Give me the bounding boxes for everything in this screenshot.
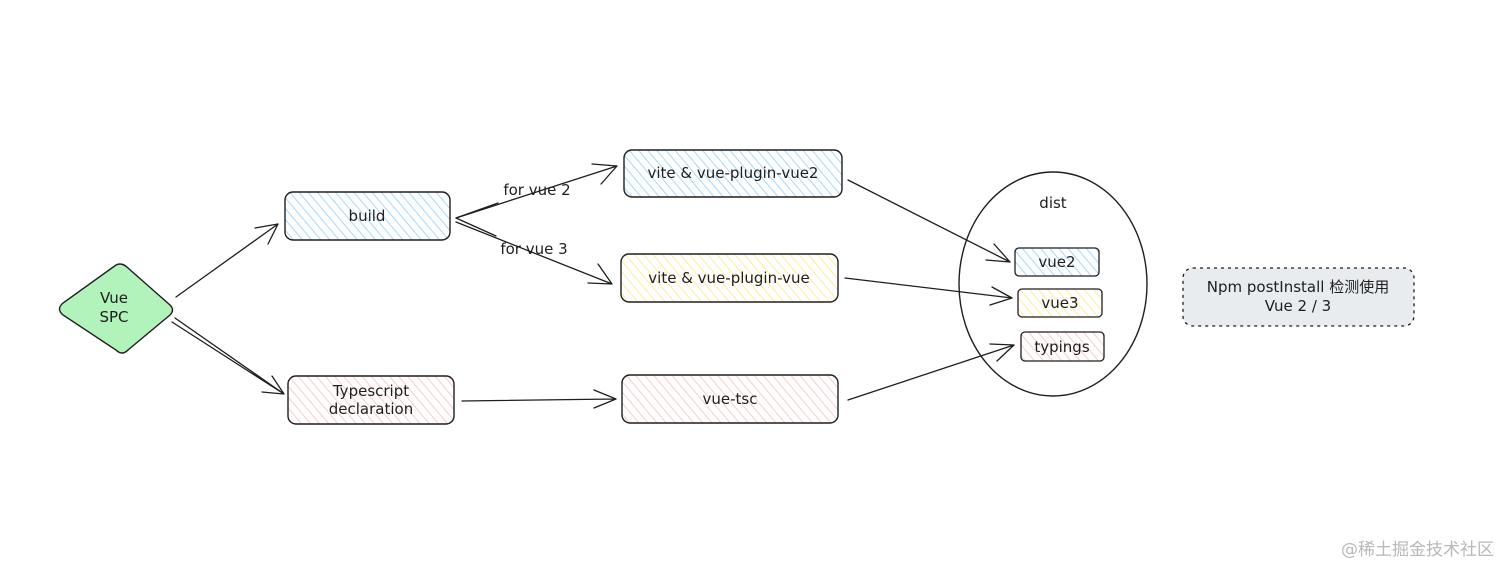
arrow-vite-vue-to-dist-vue3 [844,277,1013,306]
dist-node: dist [958,171,1148,397]
vue-spc-label-line1: Vue [100,289,128,307]
arrow-build-to-vite-vue [455,221,613,285]
dist-vue2-node: vue2 [1014,247,1100,277]
edge-label-for-vue3: for vue 3 [500,240,567,258]
postinstall-note-line2: Vue 2 / 3 [1265,297,1331,315]
dist-vue3-label: vue3 [1041,294,1078,312]
vite-vue-plugin-vue2-label: vite & vue-plugin-vue2 [648,164,819,182]
vite-vue-plugin-vue2-node: vite & vue-plugin-vue2 [623,149,843,198]
build-node: build [284,191,451,241]
postinstall-note: Npm postInstall 检测使用 Vue 2 / 3 [1182,267,1415,327]
typescript-declaration-node: Typescript declaration [287,375,455,425]
typescript-declaration-label-line1: Typescript [332,382,409,400]
vue-tsc-node: vue-tsc [621,374,839,424]
postinstall-note-line1: Npm postInstall 检测使用 [1207,278,1389,296]
arrow-spc-to-ts-declaration [171,317,285,395]
typescript-declaration-label-line2: declaration [329,400,413,418]
build-label: build [349,207,386,225]
vue-spc-node: Vue SPC [58,263,174,354]
dist-label: dist [1039,194,1067,212]
edge-label-for-vue2: for vue 2 [503,181,570,199]
vue-tsc-label: vue-tsc [703,390,758,408]
dist-typings-label: typings [1034,338,1089,356]
arrow-build-chevron [455,202,499,237]
vite-vue-plugin-vue-node: vite & vue-plugin-vue [620,253,839,303]
arrow-build-to-vite-vue2 [455,163,618,219]
arrow-spc-to-build [175,223,279,298]
dist-vue2-label: vue2 [1038,253,1075,271]
arrow-vite-vue2-to-dist-vue2 [847,179,1011,263]
vue-spc-label-line2: SPC [99,308,128,326]
arrow-vue-tsc-to-dist-typings [847,343,1015,401]
arrow-ts-declaration-to-vue-tsc [461,389,617,409]
dist-vue3-node: vue3 [1017,288,1103,318]
vite-vue-plugin-vue-label: vite & vue-plugin-vue [648,269,809,287]
watermark-text: @稀土掘金技术社区 [1341,540,1494,560]
dist-typings-node: typings [1020,331,1105,362]
